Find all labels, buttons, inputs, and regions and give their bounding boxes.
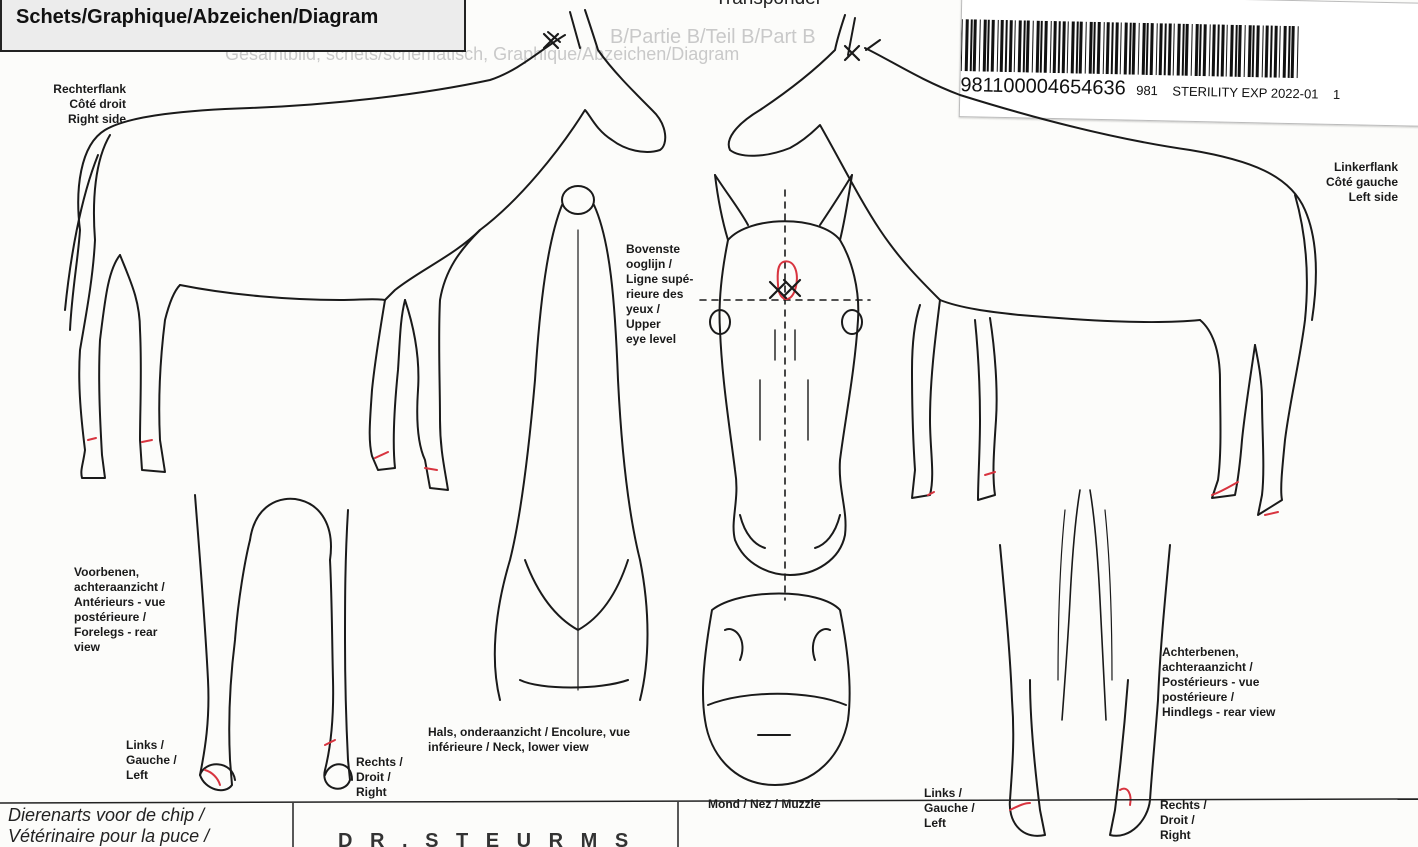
vet-chip-label: Dierenarts voor de chip / Vétérinaire po…: [8, 805, 209, 847]
vet-name-stamp: D R . S T E U R M S: [338, 830, 634, 847]
